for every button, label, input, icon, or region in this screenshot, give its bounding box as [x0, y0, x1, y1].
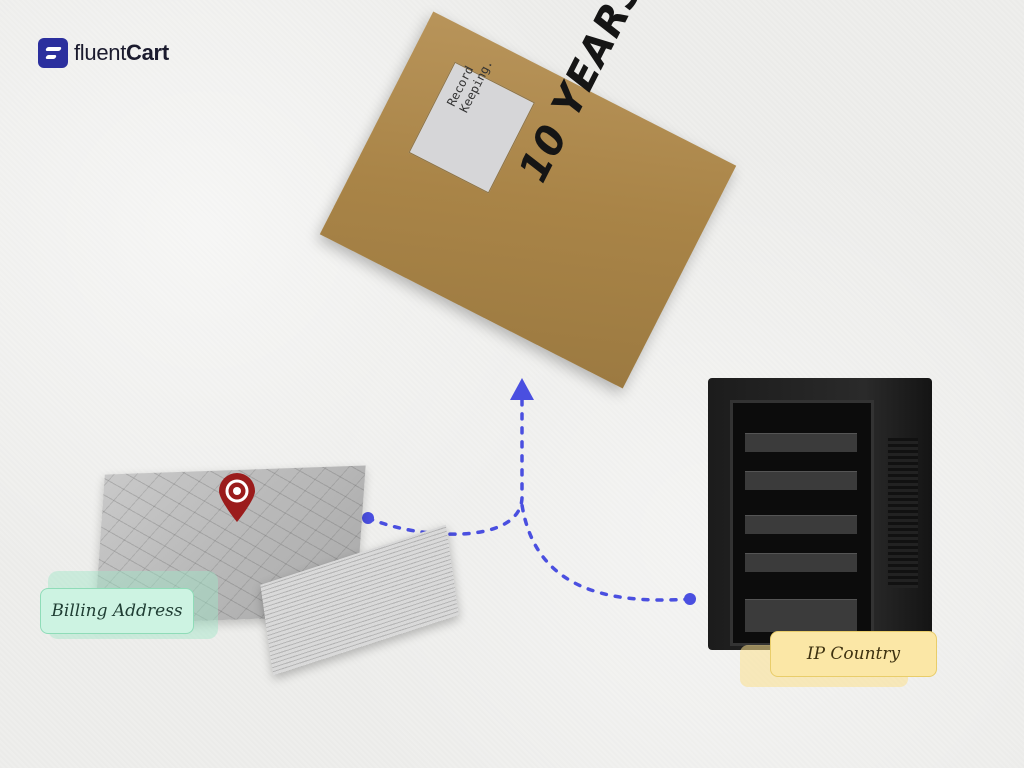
connector-dot-billing — [362, 512, 374, 524]
rack-front-door — [730, 400, 874, 646]
connector-dot-ip — [684, 593, 696, 605]
brand-name-light: fluent — [74, 40, 127, 65]
brand-wordmark: fluentCart — [74, 40, 169, 66]
ip-country-label: IP Country — [770, 631, 937, 677]
brand-logo: fluentCart — [38, 38, 169, 68]
brand-name-bold: Cart — [126, 40, 169, 65]
billing-address-label: Billing Address — [40, 588, 194, 634]
connector-ip-to-envelope — [520, 503, 692, 602]
location-pin-icon — [219, 473, 255, 522]
arrow-up-icon — [510, 378, 534, 400]
envelope-window: Record Keeping. — [408, 57, 536, 194]
server-rack-icon — [708, 378, 932, 650]
rack-unit — [745, 553, 857, 572]
rack-unit — [745, 471, 857, 490]
rack-unit — [745, 515, 857, 534]
connector-billing-to-envelope — [366, 396, 524, 536]
rack-unit — [745, 599, 857, 632]
fluentcart-logo-icon — [38, 38, 68, 68]
rack-side-vent — [888, 438, 918, 588]
rack-unit — [745, 433, 857, 452]
